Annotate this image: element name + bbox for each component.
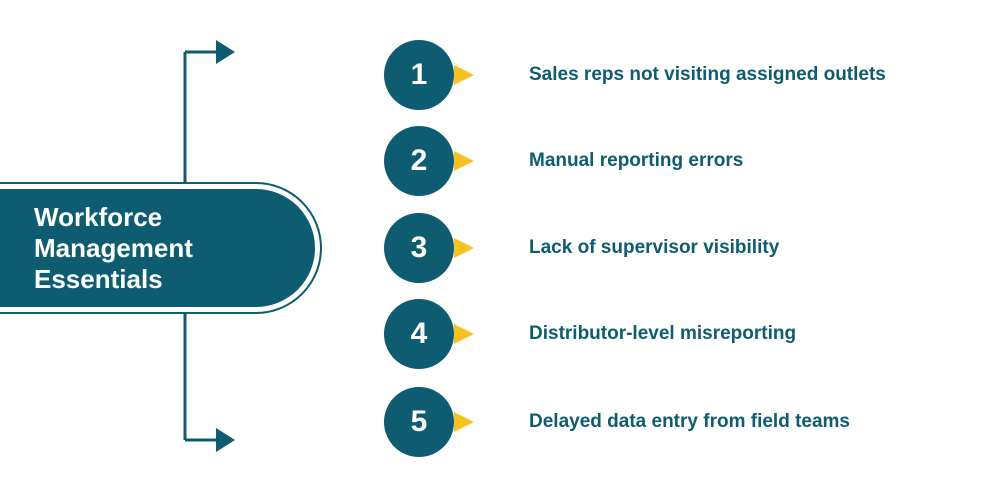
item-label: Distributor-level misreporting: [529, 323, 797, 344]
list-item-3: 3 Lack of supervisor visibility: [384, 213, 984, 283]
title-line: Workforce: [34, 202, 163, 232]
number-badge: 3: [384, 213, 454, 283]
arrow-right-icon: [216, 428, 235, 452]
pointer-triangle-icon: [454, 151, 474, 171]
item-label: Sales reps not visiting assigned outlets: [529, 64, 886, 85]
list-item-1: 1 Sales reps not visiting assigned outle…: [384, 40, 984, 110]
arrow-right-icon: [216, 40, 235, 64]
list-item-2: 2 Manual reporting errors: [384, 126, 984, 196]
title-pill-outline: [0, 182, 322, 314]
number-badge: 4: [384, 299, 454, 369]
pointer-triangle-icon: [454, 238, 474, 258]
item-label: Delayed data entry from field teams: [529, 411, 850, 432]
number-badge: 5: [384, 387, 454, 457]
list-item-4: 4 Distributor-level misreporting: [384, 299, 984, 369]
diagram-title: Workforce Management Essentials: [34, 202, 284, 295]
pointer-triangle-icon: [454, 412, 474, 432]
list-item-5: 5 Delayed data entry from field teams: [384, 387, 984, 457]
title-line: Essentials: [34, 264, 163, 294]
title-line: Management: [34, 233, 193, 263]
item-label: Manual reporting errors: [529, 150, 744, 171]
number-badge: 2: [384, 126, 454, 196]
item-label: Lack of supervisor visibility: [529, 237, 780, 258]
title-pill: [0, 189, 315, 307]
number-badge: 1: [384, 40, 454, 110]
pointer-triangle-icon: [454, 324, 474, 344]
pointer-triangle-icon: [454, 65, 474, 85]
